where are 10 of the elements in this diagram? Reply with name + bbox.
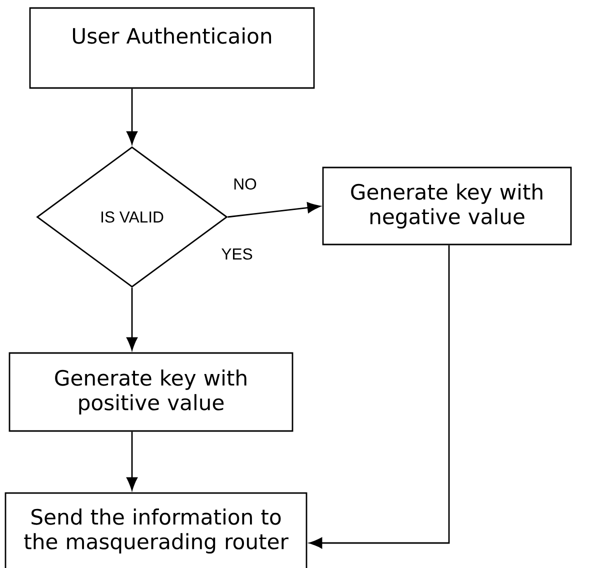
- arrow: [228, 202, 320, 218]
- arrow: [126, 288, 138, 350]
- arrow: [309, 245, 450, 548]
- process-box: Generate key with positive value: [8, 352, 294, 432]
- edge-label: NO: [231, 176, 259, 192]
- process-box: Send the information to the masquerading router: [4, 492, 308, 568]
- arrow: [126, 432, 138, 490]
- process-box: Generate key with negative value: [322, 166, 572, 246]
- process-box: User Authenticaion: [29, 7, 315, 89]
- arrow: [126, 88, 138, 144]
